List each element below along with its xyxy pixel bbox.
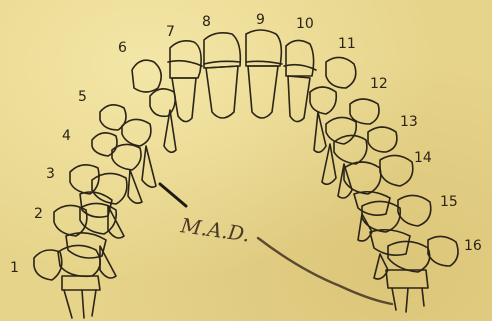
tooth-number-12: 12 bbox=[370, 76, 388, 92]
tooth-number-8: 8 bbox=[202, 14, 211, 30]
tooth-number-6: 6 bbox=[118, 40, 127, 56]
tooth-2 bbox=[54, 203, 116, 278]
tooth-number-1: 1 bbox=[10, 260, 19, 276]
tooth-11 bbox=[310, 57, 356, 152]
tooth-number-14: 14 bbox=[414, 150, 432, 166]
tooth-number-7: 7 bbox=[166, 24, 175, 40]
tooth-number-16: 16 bbox=[464, 238, 482, 254]
tooth-number-15: 15 bbox=[440, 194, 458, 210]
tooth-1 bbox=[34, 245, 100, 318]
tooth-9 bbox=[246, 30, 282, 118]
tooth-number-3: 3 bbox=[46, 166, 55, 182]
tooth-3 bbox=[70, 165, 127, 238]
tooth-number-10: 10 bbox=[296, 16, 314, 32]
tooth-8 bbox=[204, 33, 240, 118]
tooth-number-4: 4 bbox=[62, 128, 71, 144]
tooth-number-9: 9 bbox=[256, 12, 265, 28]
handwritten-annotation: M.A.D. bbox=[178, 213, 251, 247]
annotation-stroke-left bbox=[160, 184, 186, 206]
tooth-number-13: 13 bbox=[400, 114, 418, 130]
tooth-16 bbox=[386, 236, 458, 312]
tooth-number-11: 11 bbox=[338, 36, 356, 52]
tooth-10 bbox=[284, 40, 316, 121]
annotation-stroke-right bbox=[258, 238, 392, 304]
tooth-number-2: 2 bbox=[34, 206, 43, 222]
tooth-5 bbox=[100, 105, 156, 187]
tooth-15 bbox=[362, 195, 431, 279]
tooth-number-5: 5 bbox=[78, 89, 87, 105]
